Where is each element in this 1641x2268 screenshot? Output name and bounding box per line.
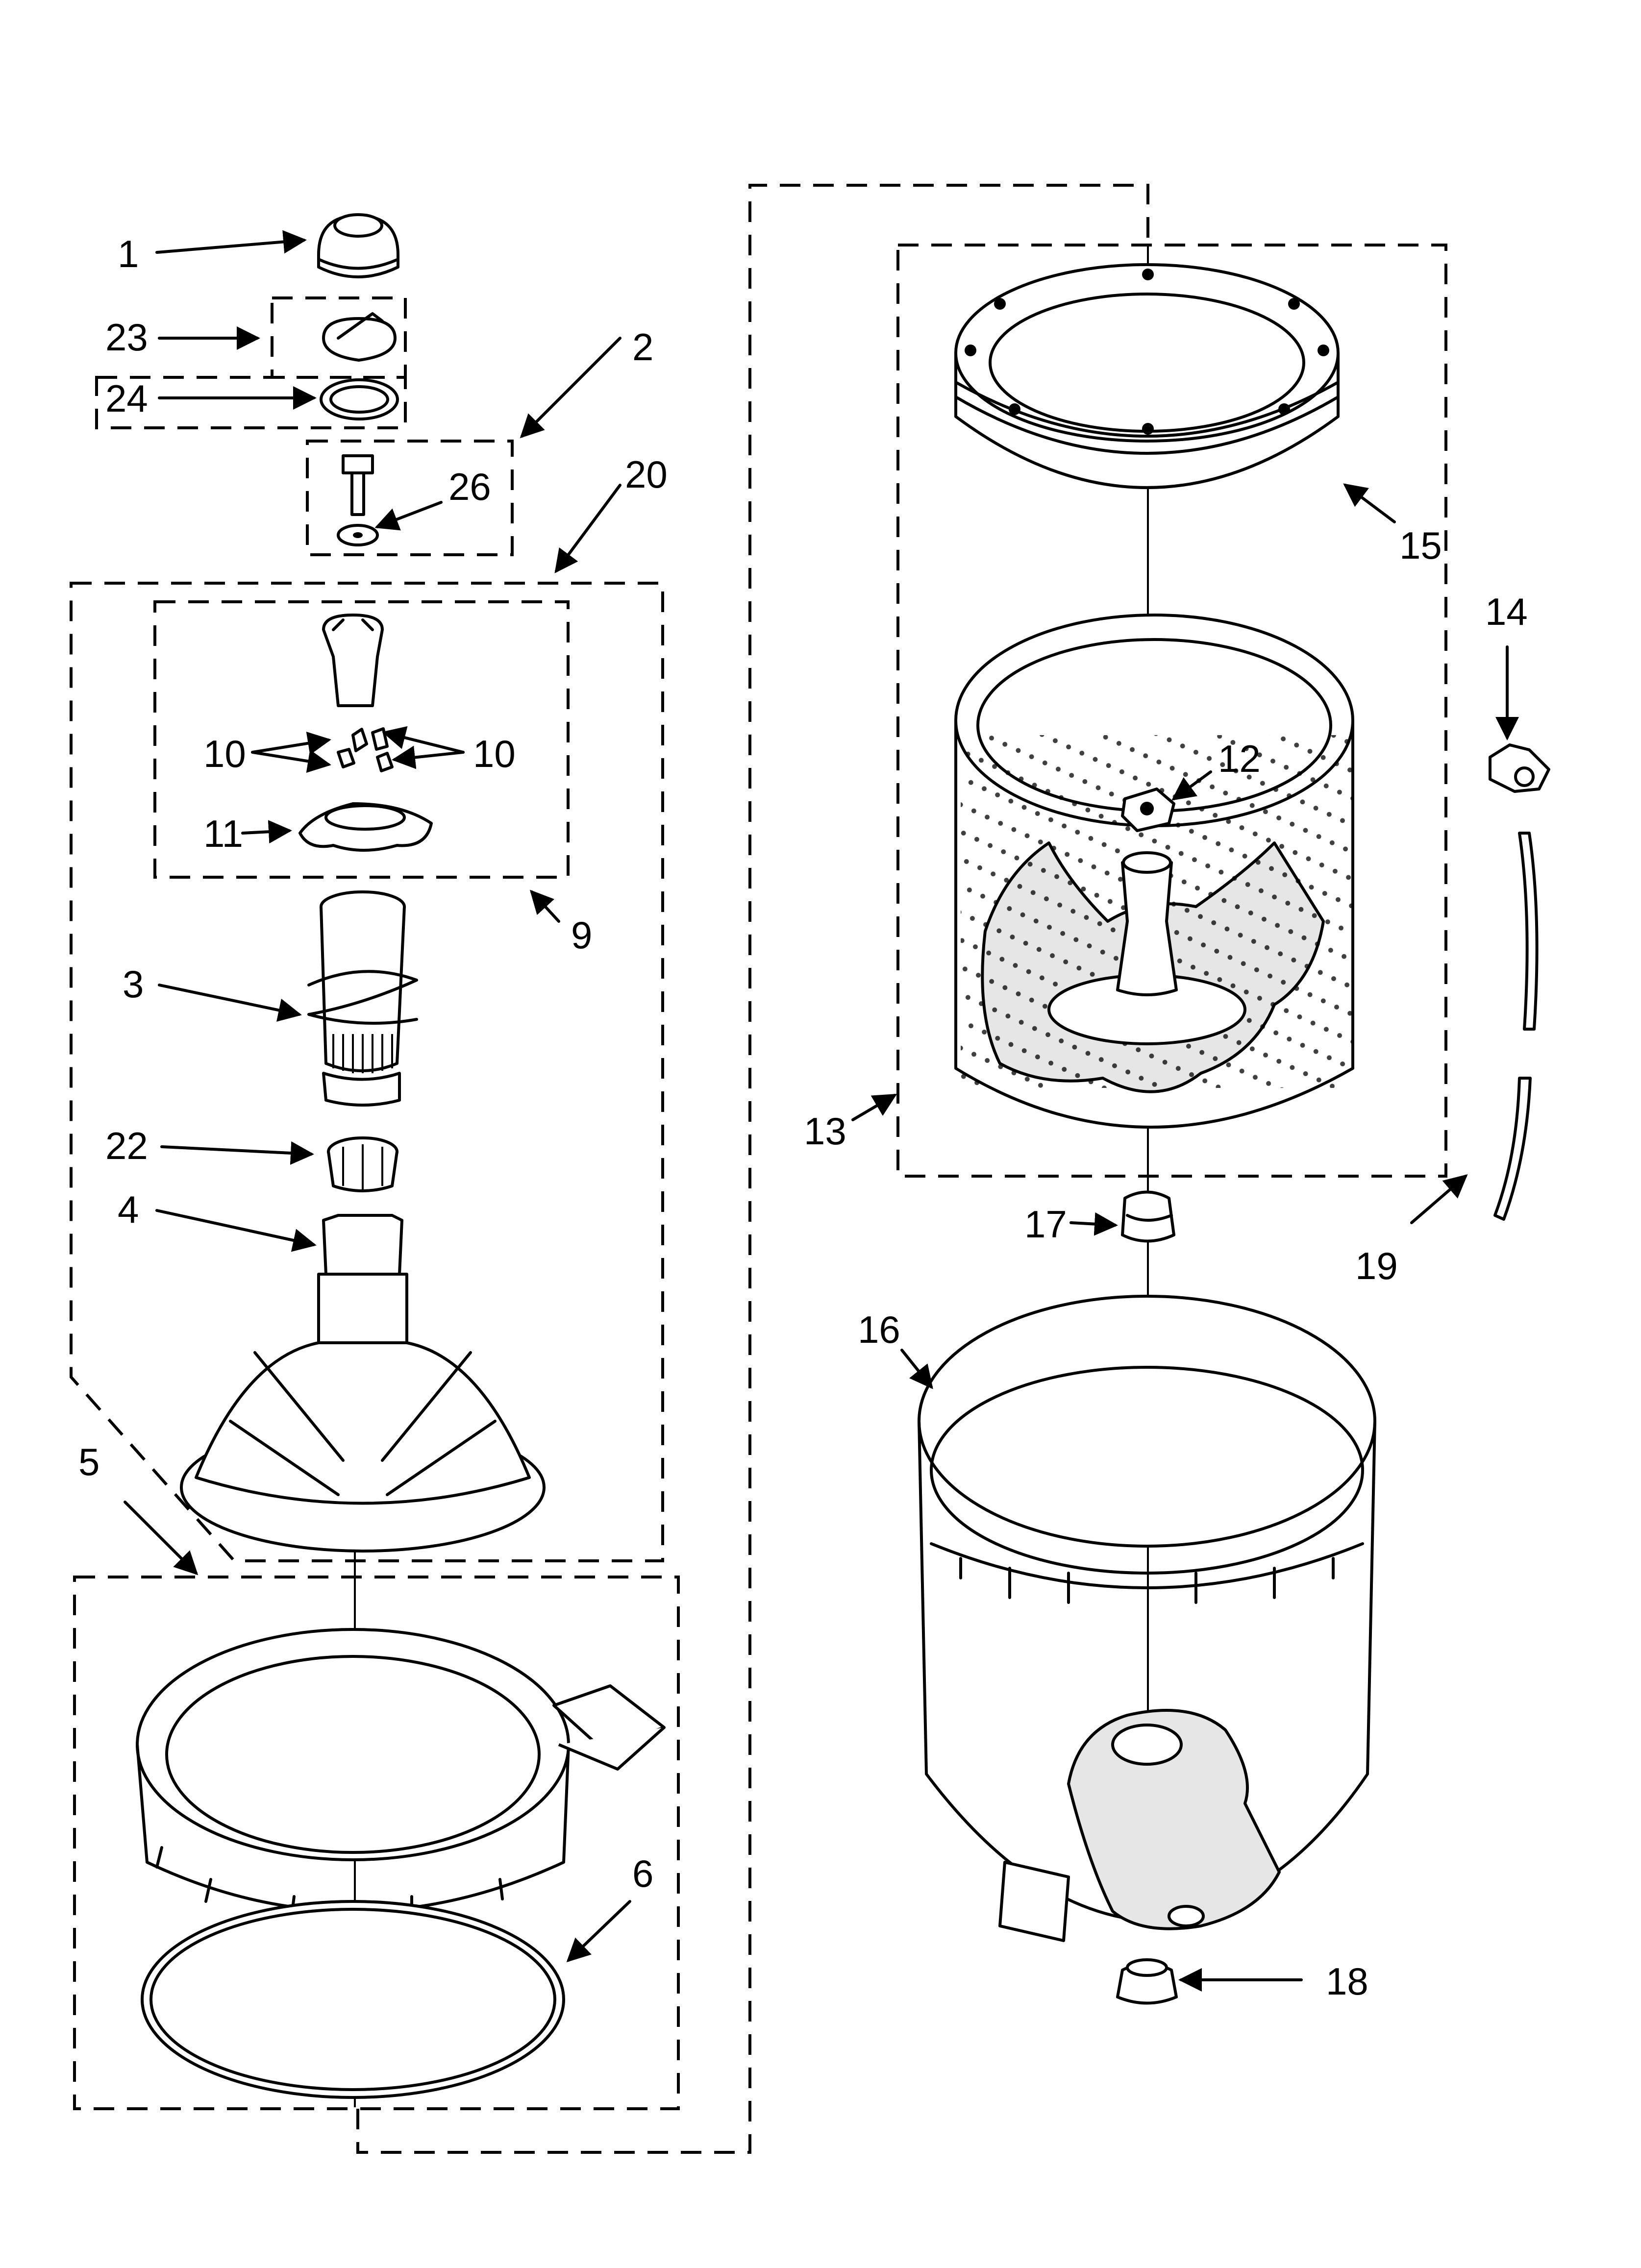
box-13 [896,244,1447,1178]
part-13-basket [954,614,1354,1129]
part-17-bushing [1121,1190,1175,1243]
part-1-agitator-cap [317,213,399,278]
arrow-10b-2 [392,745,465,769]
arrow-16 [900,1349,933,1389]
callout-10b: 10 [473,732,516,775]
part-24-o-ring [320,378,399,420]
part-9-dog-assembly [298,614,433,852]
part-14-clip [1489,743,1550,793]
callout-20: 20 [625,453,668,496]
callout-6: 6 [632,1852,653,1895]
arrow-2 [520,337,622,439]
part-19-hose [1493,832,1539,1221]
arrow-13 [851,1093,897,1121]
arrow-1 [155,230,307,254]
box-5 [73,1576,680,2110]
callout-26: 26 [448,465,491,508]
callout-22: 22 [105,1124,148,1167]
box-24 [95,376,407,429]
callout-3: 3 [123,962,144,1006]
callout-17: 17 [1024,1203,1067,1246]
part-6-ring [141,1900,565,2099]
callout-24: 24 [105,377,148,420]
arrow-6 [566,1900,631,1963]
part-12-hub-nut [1121,788,1175,832]
arrow-9 [529,889,560,923]
callout-12: 12 [1218,737,1261,780]
callout-19: 19 [1355,1244,1398,1287]
callout-23: 23 [105,316,148,359]
callout-1: 1 [118,232,139,275]
callout-14: 14 [1485,590,1528,633]
arrow-17 [1069,1212,1118,1236]
arrow-20 [554,484,622,573]
box-2 [306,440,514,556]
part-18-drain-plug [1116,1958,1178,2005]
part-4-agitator-base [180,1214,546,1553]
part-3-agitator-auger [307,890,418,1107]
part-22-drive-bell [327,1136,398,1192]
arrow-22 [160,1141,314,1165]
callout-4: 4 [118,1188,139,1231]
part-23-cap-insert [322,312,397,362]
part-26-bolt [337,454,379,546]
part-15-balance-ring [954,263,1340,489]
connector-line [356,184,1149,2154]
callout-16: 16 [858,1308,900,1351]
arrow-19 [1410,1174,1468,1224]
callout-11: 11 [203,812,243,855]
arrow-11 [241,820,292,844]
callout-9: 9 [571,913,592,957]
arrow-10a-2 [251,749,331,773]
callout-2: 2 [632,325,653,369]
arrow-4 [155,1209,317,1252]
callout-13: 13 [804,1109,846,1153]
callout-18: 18 [1326,1960,1368,2003]
arrow-15 [1343,483,1396,523]
arrow-10b-1 [382,726,465,754]
callout-10a: 10 [203,732,246,775]
arrow-26 [374,501,443,531]
callout-5: 5 [78,1440,99,1483]
part-5-tub-ring [136,1628,666,1918]
arrow-10a-1 [251,731,331,755]
box-20 [70,582,664,1562]
part-16-outer-tub [918,1295,1376,1942]
callout-15: 15 [1399,524,1442,567]
arrow-3 [158,984,302,1022]
box-9 [153,600,570,879]
arrow-12 [1171,770,1212,801]
arrow-5 [124,1501,199,1576]
